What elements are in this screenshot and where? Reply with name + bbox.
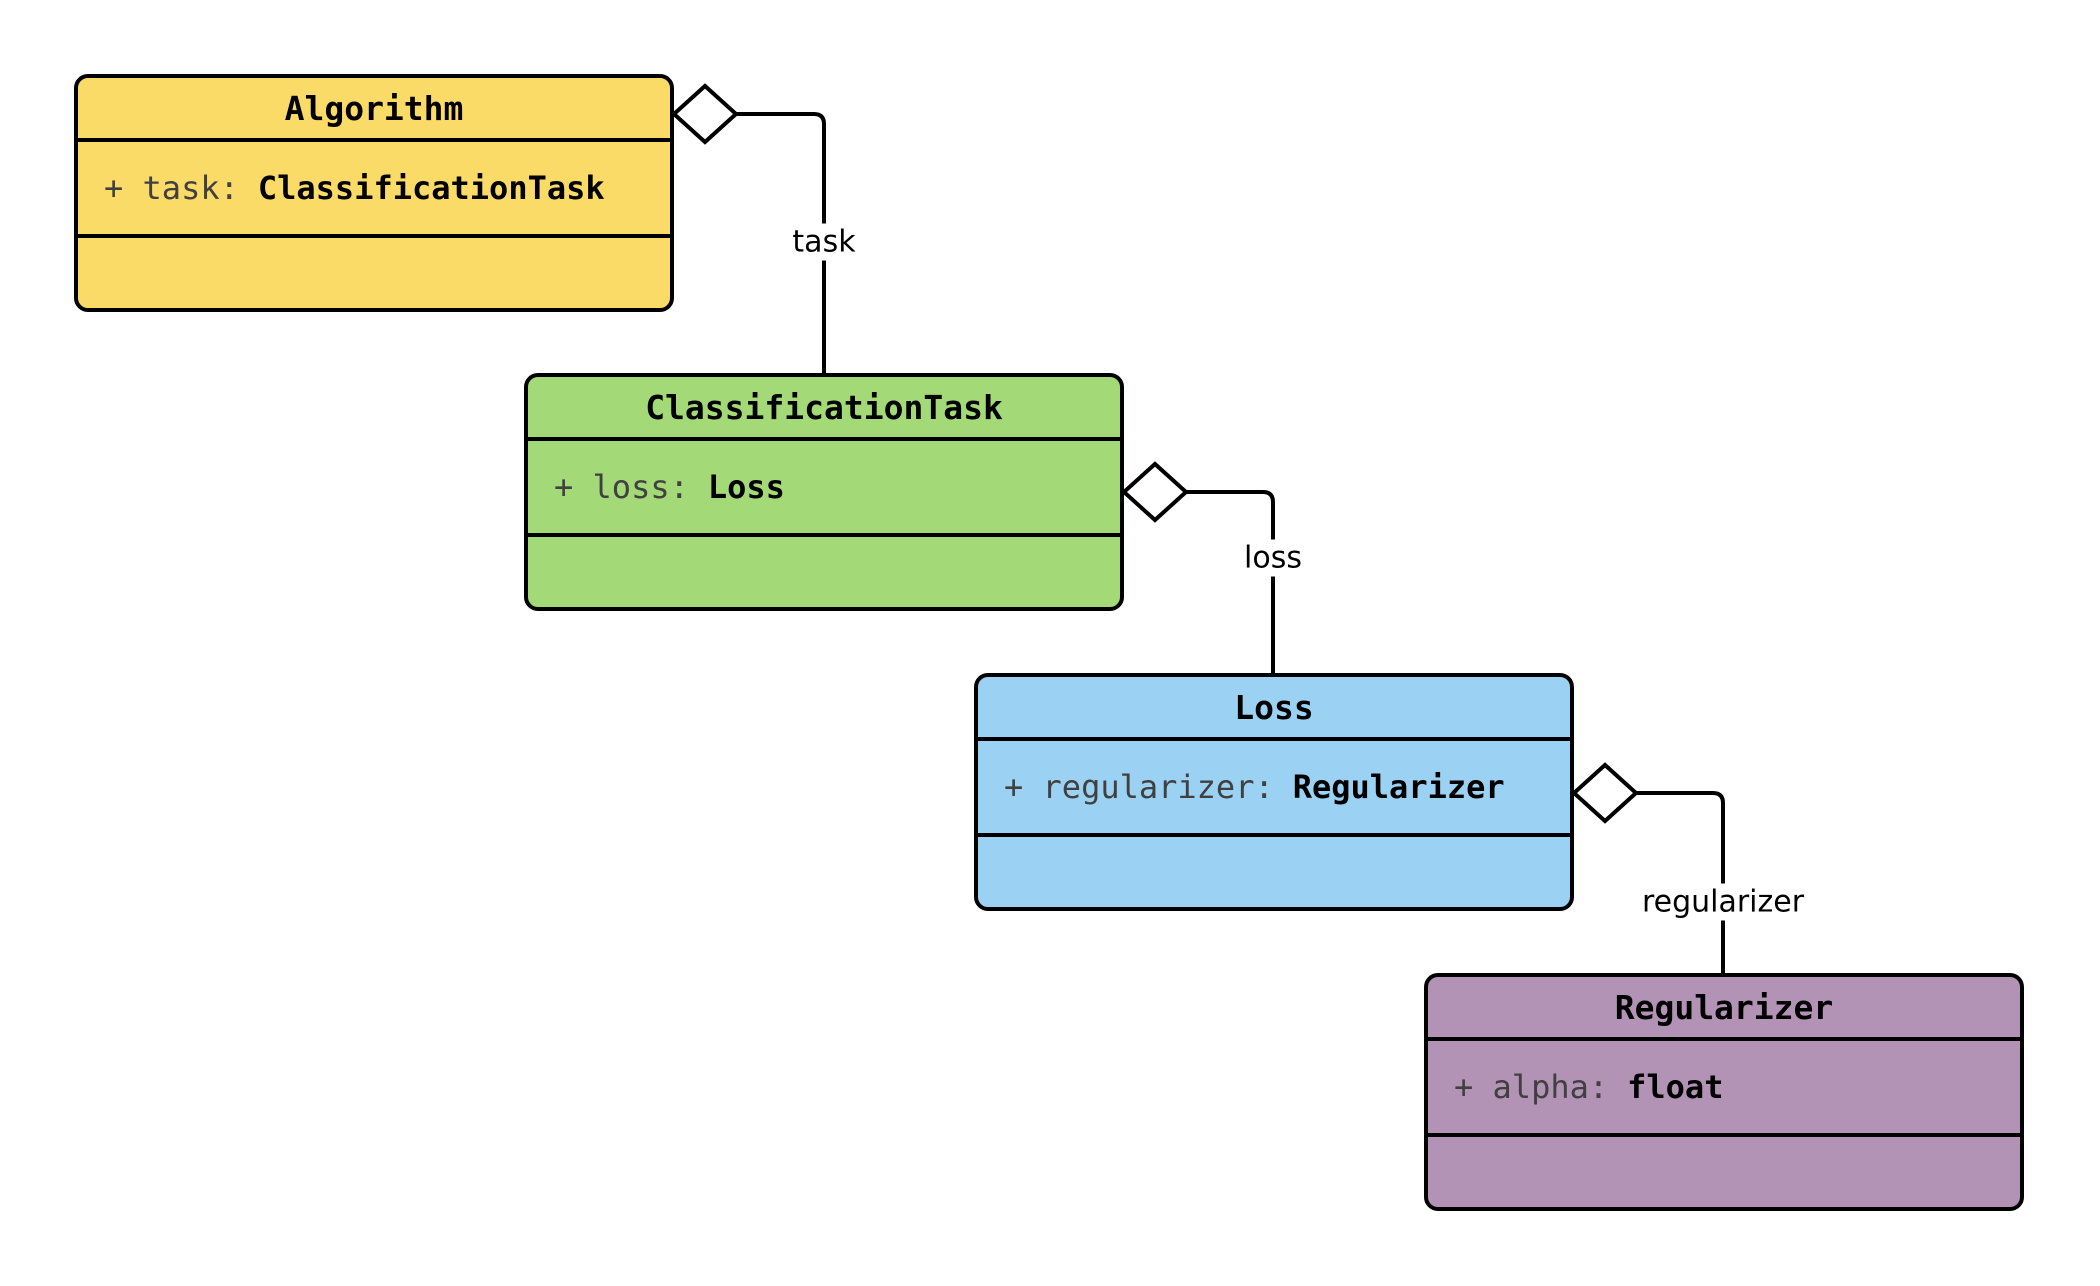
relation-label-regularizer: regularizer xyxy=(1633,883,1813,921)
class-attributes-section: + loss: Loss xyxy=(528,437,1120,533)
connector-line-loss xyxy=(1186,490,1275,675)
attribute-name: + task: xyxy=(104,169,239,207)
class-methods-section xyxy=(528,533,1120,607)
class-title: Regularizer xyxy=(1614,987,1834,1027)
relation-label-loss: loss xyxy=(1236,539,1310,577)
class-attributes-section: + alpha: float xyxy=(1428,1037,2020,1133)
class-attributes-section: + task: ClassificationTask xyxy=(78,138,670,234)
class-title: ClassificationTask xyxy=(645,387,1003,427)
aggregation-diamond-icon xyxy=(1121,461,1189,523)
class-box-regularizer: Regularizer + alpha: float xyxy=(1424,973,2024,1211)
attribute-name: + alpha: xyxy=(1454,1068,1609,1106)
aggregation-connector-regularizer xyxy=(1571,762,1725,975)
attribute-name: + loss: xyxy=(554,468,689,506)
connector-line-regularizer xyxy=(1636,791,1725,975)
attribute-type: Loss xyxy=(707,468,785,506)
attribute-name: + regularizer: xyxy=(1004,768,1274,806)
class-methods-section xyxy=(1428,1133,2020,1207)
aggregation-diamond-icon xyxy=(1571,762,1639,824)
class-methods-section xyxy=(978,833,1570,907)
aggregation-connector-loss xyxy=(1121,461,1275,675)
attribute-type: Regularizer xyxy=(1292,768,1505,806)
class-attributes-section: + regularizer: Regularizer xyxy=(978,737,1570,833)
class-title: Algorithm xyxy=(284,88,464,128)
class-box-classificationtask: ClassificationTask + loss: Loss xyxy=(524,373,1124,611)
attribute-type: float xyxy=(1627,1068,1724,1106)
attribute-type: ClassificationTask xyxy=(257,169,605,207)
aggregation-connector-task xyxy=(671,83,826,375)
aggregation-diamond-icon xyxy=(671,83,739,145)
connector-line-task xyxy=(736,112,826,375)
class-box-algorithm: Algorithm + task: ClassificationTask xyxy=(74,74,674,312)
class-box-loss: Loss + regularizer: Regularizer xyxy=(974,673,1574,911)
relation-label-task: task xyxy=(784,223,864,261)
class-title: Loss xyxy=(1234,687,1314,727)
class-methods-section xyxy=(78,234,670,308)
